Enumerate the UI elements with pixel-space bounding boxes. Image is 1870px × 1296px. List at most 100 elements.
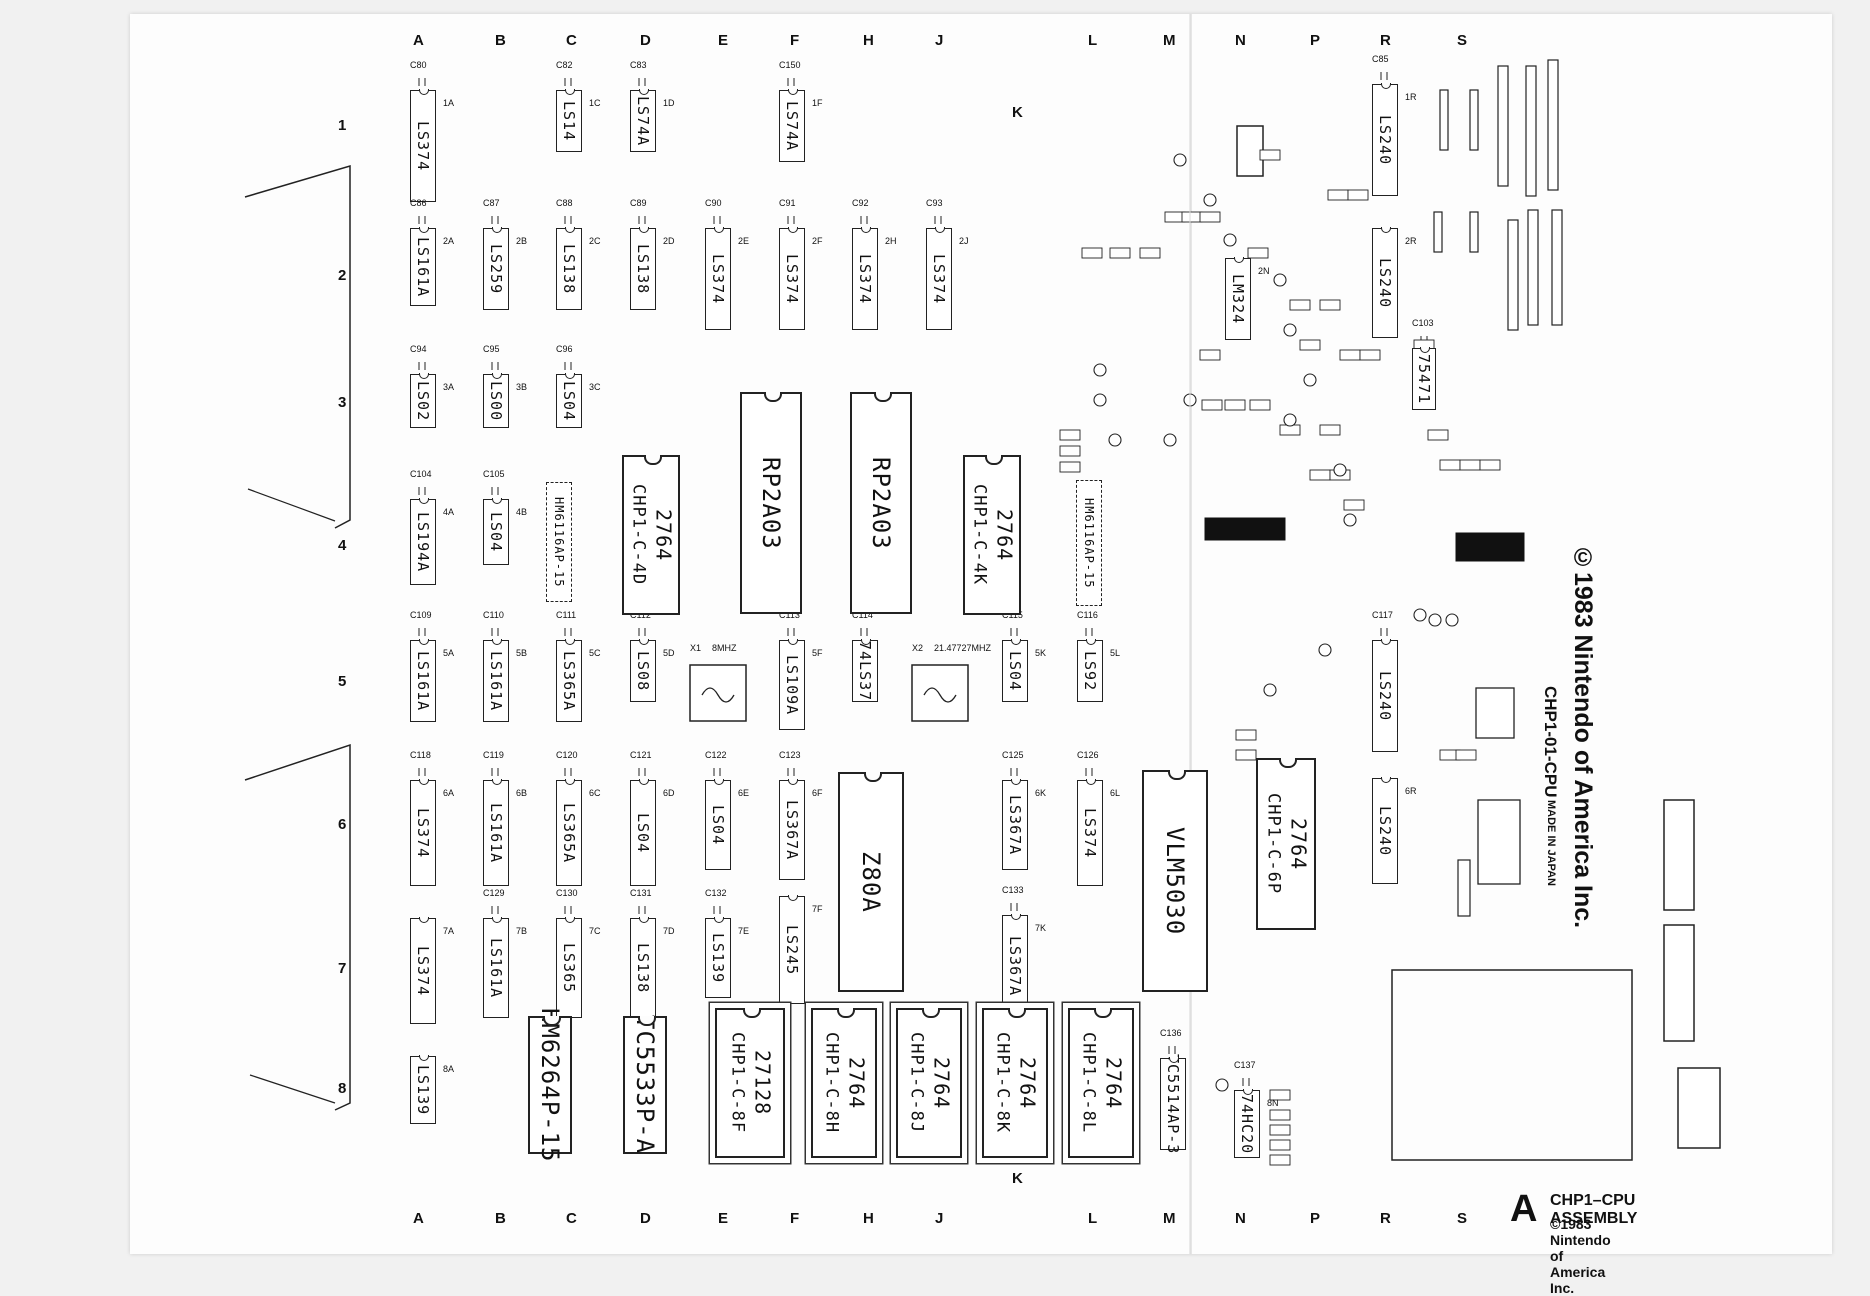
ic-location: 5B — [516, 648, 528, 658]
ic-part-number: TC5533P-A — [631, 1015, 659, 1155]
board-copyright: ©1983 Nintendo of America Inc. — [1569, 544, 1597, 929]
ic-chip-large: HM6116AP-15 — [546, 482, 572, 602]
ic-part-number: LS161A — [414, 236, 432, 298]
crystal-symbol — [923, 687, 957, 703]
ic-part-number: LS245 — [783, 924, 801, 976]
ic-chip: LS74A — [779, 89, 805, 162]
ic-part-number: LS138 — [560, 243, 578, 295]
ic-part-number: 74LS37 — [856, 640, 874, 702]
resistor — [1309, 469, 1331, 481]
page-fold — [1190, 14, 1192, 1254]
column-label-top: B — [495, 32, 506, 49]
connector-p4-lead — [247, 488, 336, 522]
cap-c64-body — [1455, 532, 1525, 562]
ic-part-number: LS138 — [634, 243, 652, 295]
ic-chip-large: HM6116AP-15 — [1076, 480, 1102, 606]
cap-label: C83 — [630, 60, 647, 70]
ic-chip: LS374 — [410, 779, 436, 886]
ic-chip: LS374 — [1077, 779, 1103, 886]
ic-chip: LS139 — [410, 1055, 436, 1124]
column-label-bottom: B — [495, 1210, 506, 1227]
ic-rom-code: CHP1-C-8F — [727, 1032, 748, 1134]
cap-label: C150 — [779, 60, 801, 70]
ic-chip-large: VLM5030 — [1142, 770, 1208, 992]
ic-chip: 75471 — [1412, 347, 1436, 410]
resistor — [1359, 349, 1381, 361]
ic-part-number: 27128 — [750, 1050, 775, 1116]
connector-p2-body — [1663, 924, 1695, 1042]
cap-label: C137 — [1234, 1060, 1256, 1070]
ic-location: 2A — [443, 236, 455, 246]
ic-location: 5C — [589, 648, 601, 658]
cap-label: C113 — [779, 610, 800, 620]
ic-chip-large: RP2A03 — [740, 392, 802, 614]
ic-location: 1R — [1405, 92, 1417, 102]
ic-location: 3A — [443, 382, 455, 392]
cap-label: C80 — [410, 60, 427, 70]
column-label-top: C — [566, 32, 577, 49]
cap-label: C133 — [1002, 885, 1024, 895]
ic-chip: LS245 — [779, 895, 805, 1004]
cap-label: C123 — [779, 750, 801, 760]
ic-part-number: LS02 — [414, 380, 432, 422]
resistor — [1455, 749, 1477, 761]
ic-part-number: LS374 — [930, 253, 948, 305]
ic-location: 7K — [1035, 923, 1047, 933]
ic-part-number: LS14 — [560, 100, 578, 142]
column-label-bottom: L — [1088, 1210, 1098, 1227]
ic-part-number: LS240 — [1376, 670, 1394, 722]
crystal-ref: X1 — [690, 643, 702, 653]
column-label-bottom: M — [1163, 1210, 1176, 1227]
ic-part-number: LS367A — [783, 799, 801, 861]
resistor-network — [1547, 59, 1559, 191]
ic-chip: LS161A — [410, 639, 436, 722]
resistor — [1201, 399, 1223, 411]
row-label: 2 — [338, 267, 347, 284]
cap-label: C120 — [556, 750, 578, 760]
ic-location: 1D — [663, 98, 675, 108]
ic-rom-code: CHP1-C-8K — [992, 1032, 1013, 1134]
column-label-top: J — [935, 32, 944, 49]
ic-part-number: LS04 — [634, 812, 652, 854]
cap-label: C90 — [705, 198, 722, 208]
resistor — [1299, 339, 1321, 351]
resistor — [1327, 189, 1349, 201]
capacitor — [1343, 513, 1357, 527]
resistor — [1059, 429, 1081, 441]
resistor-network — [1527, 209, 1539, 326]
ic-rom-code: CHP1-C-4K — [969, 484, 990, 586]
cap-label: C115 — [1002, 610, 1023, 620]
cap-label: C94 — [410, 344, 427, 354]
capacitor — [1163, 433, 1177, 447]
resistor — [1347, 189, 1369, 201]
cap-label: C121 — [630, 750, 652, 760]
ic-part-number: TC5514AP-3 — [1164, 1053, 1182, 1155]
board-layout — [244, 14, 1721, 1254]
ic-location: 7C — [589, 926, 601, 936]
ic-chip: LS00 — [483, 373, 509, 428]
cap-label: C131 — [630, 888, 652, 898]
connector-p4-outline — [244, 164, 351, 529]
ic-location: 2N — [1258, 266, 1270, 276]
column-label-bottom: E — [718, 1210, 729, 1227]
crystal-frequency: 21.47727MHZ — [934, 643, 992, 653]
ic-part-number: LS365 — [560, 942, 578, 994]
resistor — [1439, 459, 1461, 471]
ic-chip: LS374 — [705, 227, 731, 330]
ic-chip: LS367A — [779, 779, 805, 880]
cap-label: C92 — [852, 198, 869, 208]
column-label-top: L — [1088, 32, 1098, 49]
ic-chip: LS04 — [1002, 639, 1028, 702]
resistor — [1259, 149, 1281, 161]
column-label-bottom: H — [863, 1210, 874, 1227]
ic-part-number: LS367A — [1006, 794, 1024, 856]
ic-part-number: LS08 — [634, 650, 652, 692]
resistor-network — [1433, 211, 1443, 253]
ic-part-number: LS109A — [783, 654, 801, 716]
cap-label: C119 — [483, 750, 504, 760]
